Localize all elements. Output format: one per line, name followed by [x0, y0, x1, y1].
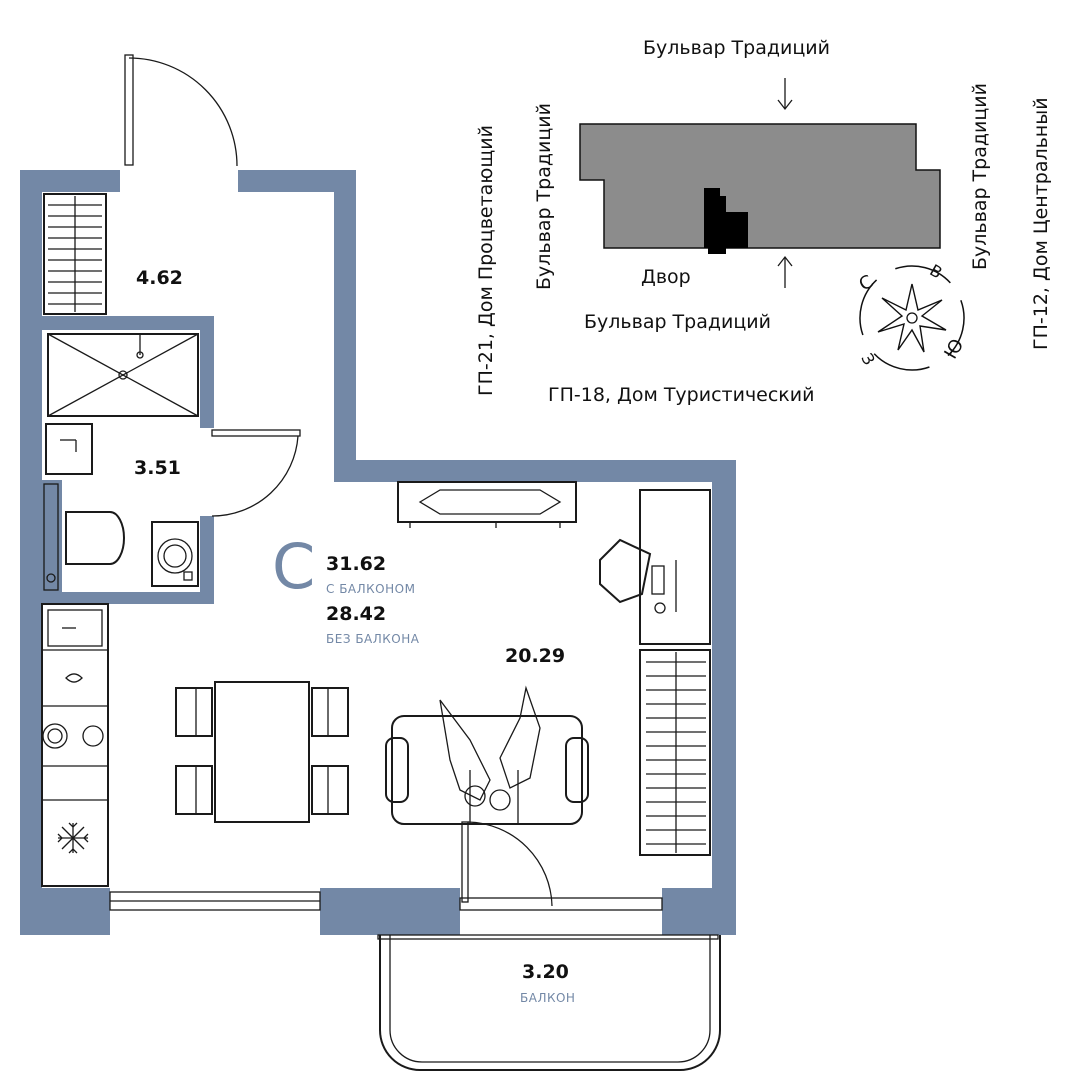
entrance-door — [124, 54, 238, 167]
compass-south: Ю — [940, 335, 968, 362]
desk — [599, 489, 711, 645]
neighbor-east: ГП-12, Дом Центральный — [1030, 97, 1052, 350]
hall-area: 4.62 — [136, 267, 183, 289]
balcony-door — [461, 821, 553, 907]
studio-area: 20.29 — [505, 645, 565, 667]
building-footprint — [579, 123, 941, 249]
walls — [20, 170, 736, 935]
total-area-caption: С БАЛКОНОМ — [326, 582, 415, 596]
compass-rose-icon: С В Ю З — [856, 260, 968, 371]
balcony-area: 3.20 — [522, 961, 569, 983]
compass-west: З — [857, 350, 879, 368]
balcony — [379, 935, 721, 1071]
street-right: Бульвар Традиций — [969, 83, 991, 270]
street-top: Бульвар Традиций — [643, 37, 830, 59]
tv-console — [397, 481, 577, 528]
snowflake-icon — [57, 822, 89, 854]
street-bottom: Бульвар Традиций — [584, 311, 771, 333]
arrow-up-icon — [777, 255, 793, 288]
site-plan: Бульвар Традиций Бульвар Традиций Двор Г… — [475, 37, 1052, 406]
bathroom-area: 3.51 — [134, 457, 181, 479]
living-wardrobe — [639, 649, 711, 856]
living-area-caption: БЕЗ БАЛКОНА — [326, 632, 420, 646]
apartment-type-letter: С — [272, 530, 315, 603]
hall-wardrobe — [43, 193, 107, 315]
apartment-location-marker — [704, 188, 748, 254]
compass-east: В — [927, 260, 946, 282]
kitchen — [41, 603, 109, 887]
total-area: 31.62 — [326, 553, 386, 575]
bathroom-fixtures — [43, 333, 301, 591]
balcony-caption: БАЛКОН — [520, 991, 575, 1005]
neighbor-west: ГП-21, Дом Процветающий — [475, 125, 497, 396]
sofa — [385, 685, 589, 825]
neighbor-south: ГП-18, Дом Туристический — [548, 384, 814, 406]
yard-label: Двор — [641, 266, 691, 288]
arrow-down-icon — [777, 78, 793, 111]
living-area: 28.42 — [326, 603, 386, 625]
dining-table — [175, 681, 349, 823]
street-left: Бульвар Традиций — [533, 103, 555, 290]
windows — [109, 891, 719, 940]
